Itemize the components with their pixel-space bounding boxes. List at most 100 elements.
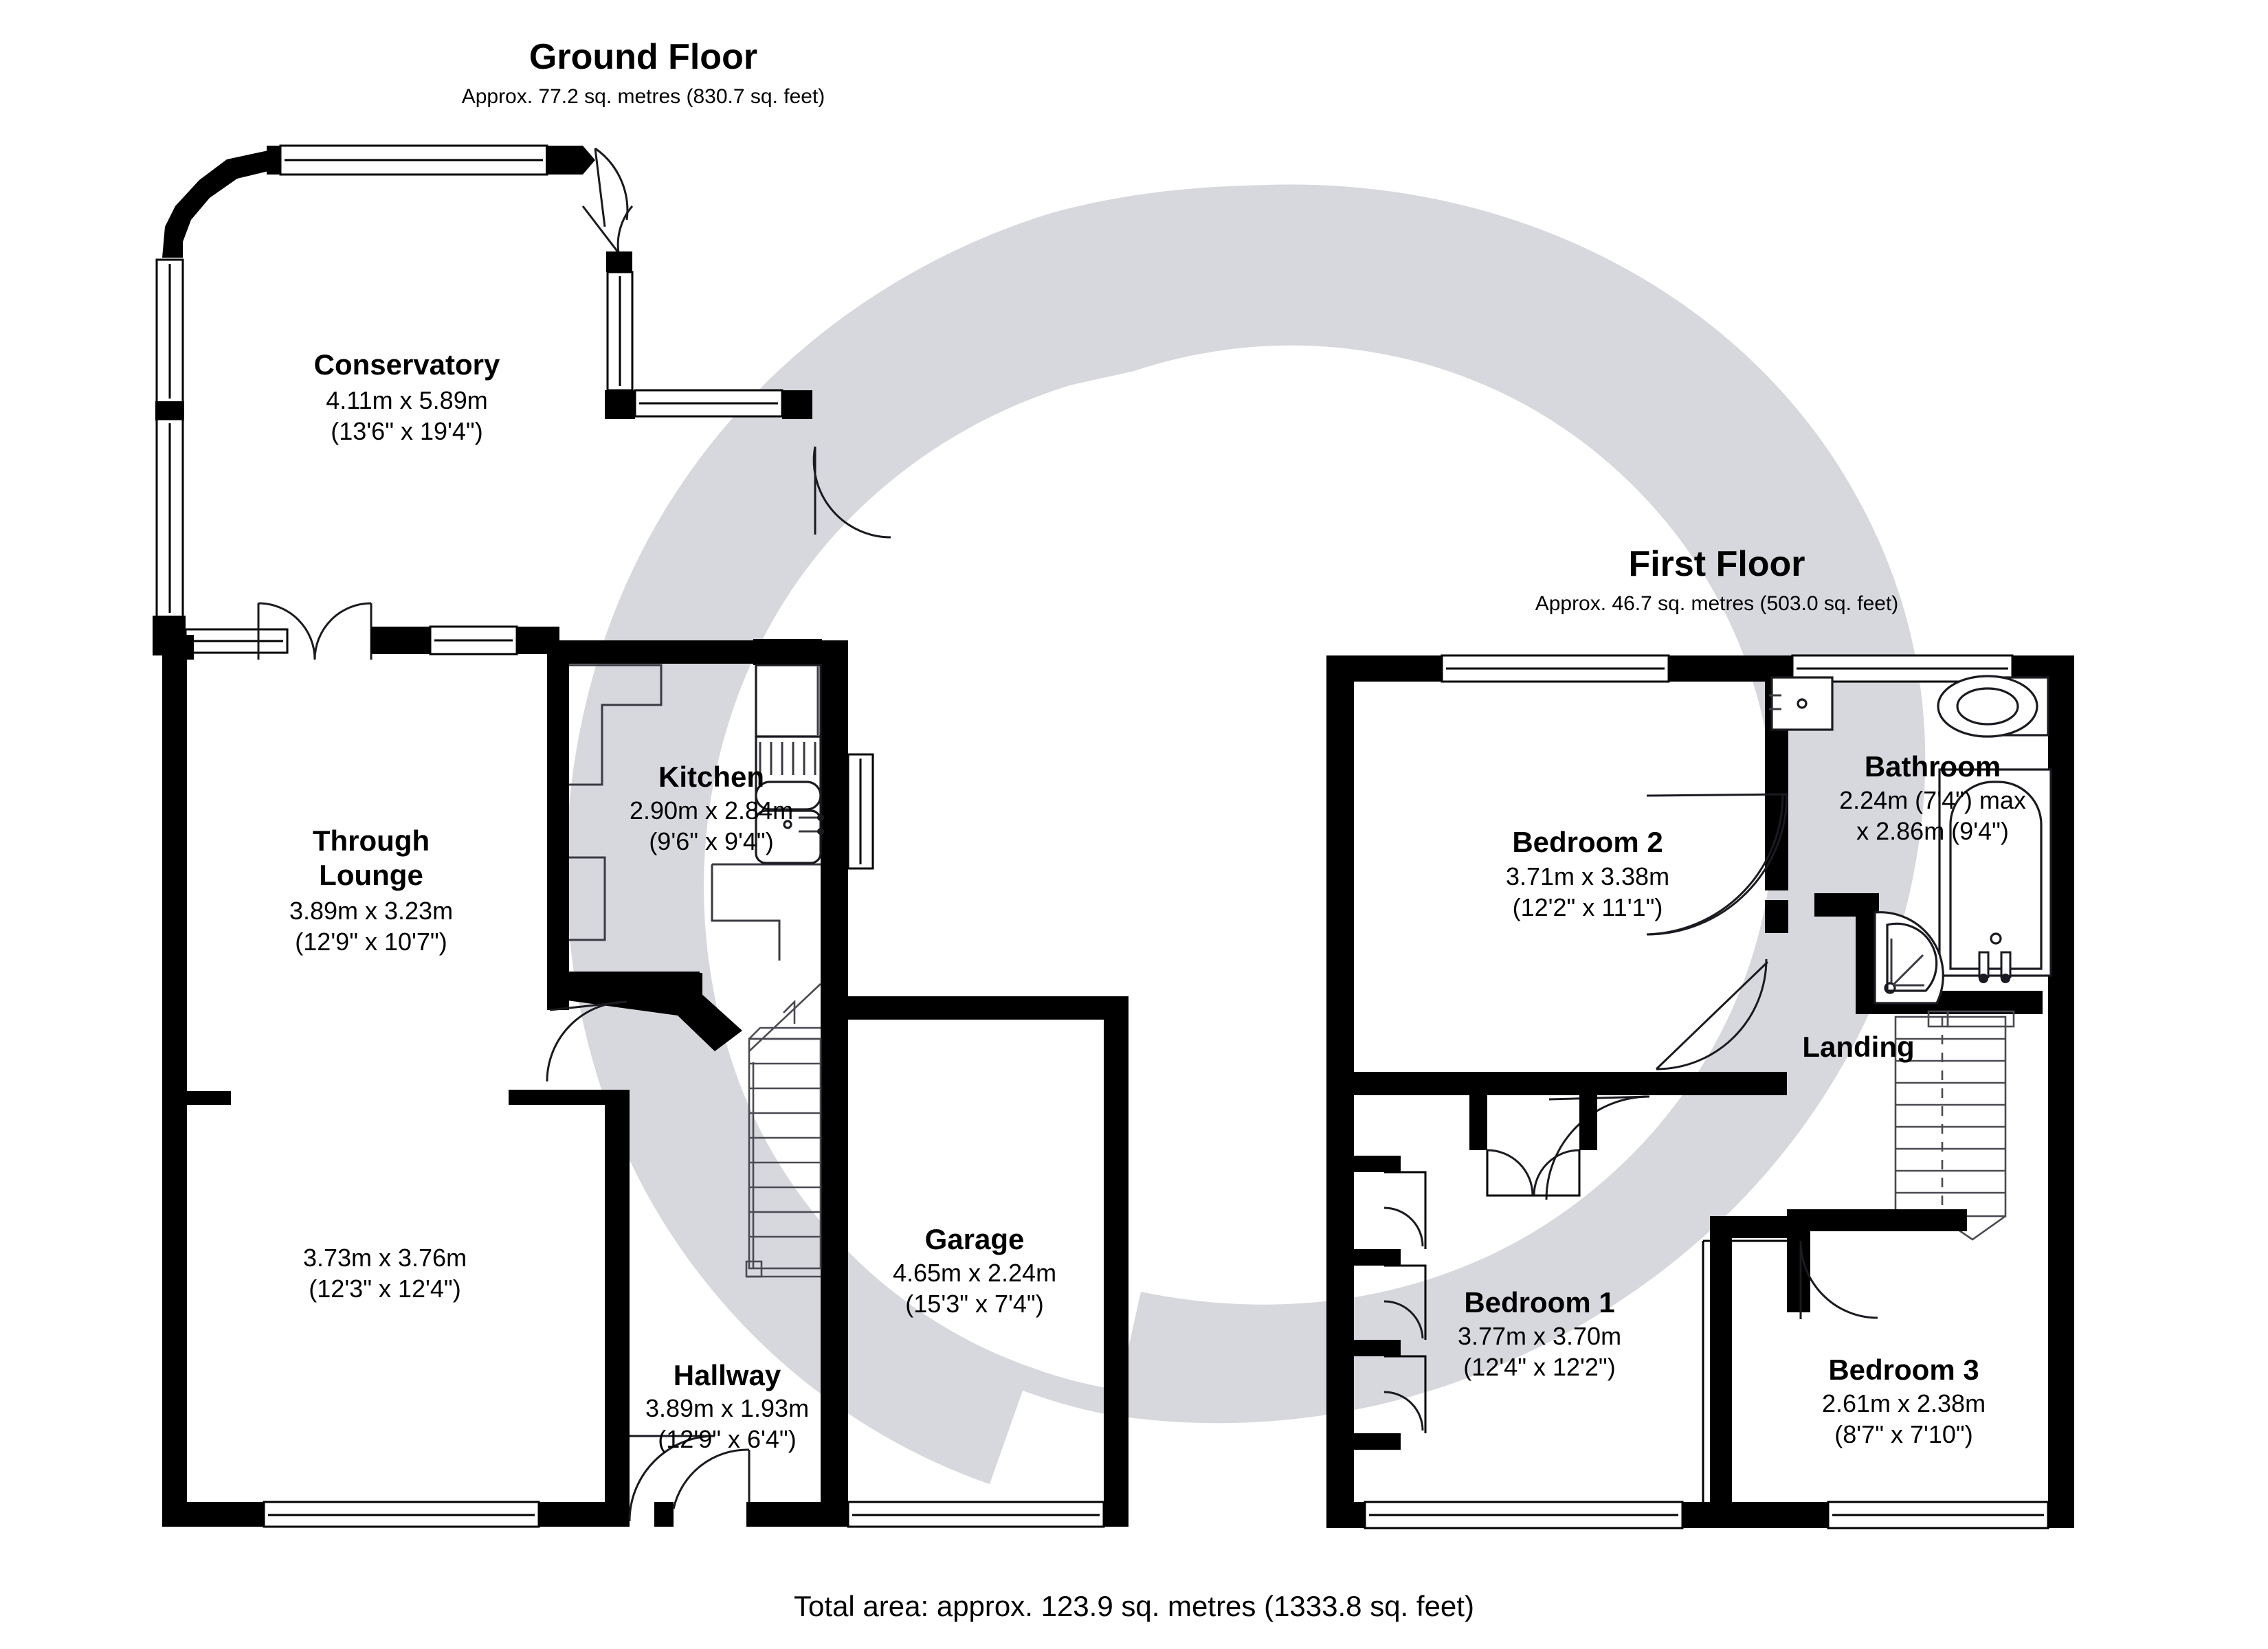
through-lounge-dim-imperial: (12'9" x 10'7") [295,928,447,956]
conservatory-label: Conservatory [314,348,500,381]
conservatory-dim-imperial: (13'6" x 19'4") [331,417,482,445]
bathroom-dim-imperial: x 2.86m (9'4") [1856,817,2009,845]
bedroom2-right-wall-upper [1765,797,1788,890]
ground-floor-area: Approx. 77.2 sq. metres (830.7 sq. feet) [462,85,825,108]
kitchen-dim-metric: 2.90m x 2.84m [630,796,793,824]
bedroom3-label: Bedroom 3 [1828,1354,1979,1386]
conservatory-bottom-wall-right [371,627,430,654]
conservatory-side-door [581,205,634,254]
bathroom-bath-icon [1938,768,2052,983]
conservatory-right-corner [605,390,635,419]
bedroom3-dim-imperial: (8'7" x 7'10") [1834,1420,1972,1448]
lounge-left-wall-stub [187,1091,231,1105]
room-label-bedroom2: Bedroom 2 3.71m x 3.38m (12'2" x 11'1") [1506,826,1669,921]
bedroom1-dim-imperial: (12'4" x 12'2") [1463,1353,1615,1381]
kitchen-sink-icon [755,781,824,864]
room-label-bathroom: Bathroom 2.24m (7'4") max x 2.86m (9'4") [1839,750,2026,845]
through-lounge-dim-metric: 3.89m x 3.23m [289,897,453,925]
first-floor-plan [1326,654,2074,1529]
bathroom-basin-icon [1769,676,1834,731]
front-wall-left [162,1502,264,1527]
through-lounge-label-line2: Lounge [319,859,423,891]
bedroom1-wardrobes [1354,1156,1427,1450]
hallway-left-wall [605,1090,630,1525]
side-passage-wall-cap [782,390,812,419]
kitchen-top-wall [547,640,753,664]
lounge-top-left-corner [162,635,194,660]
bedroom3-top-wall-stub [1908,1209,1967,1231]
bedroom1-label: Bedroom 1 [1464,1286,1614,1319]
bathroom-door [1646,793,1788,936]
front-door [654,1448,766,1527]
ground-staircase [745,983,822,1278]
room-label-lounge-lower: 3.73m x 3.76m (12'3" x 12'4") [303,1244,467,1303]
bedroom1-door [1545,1095,1650,1200]
bedroom1-front-window [1364,1501,1684,1529]
garage-label: Garage [925,1223,1025,1255]
first-floor-title: First Floor [1628,544,1805,584]
hallway-label: Hallway [674,1359,781,1391]
room-label-landing: Landing [1802,1031,1914,1063]
kitchen-label: Kitchen [658,761,764,793]
kitchen-top-wall-right [753,639,822,665]
lounge-front-window [263,1501,540,1528]
room-label-conservatory: Conservatory 4.11m x 5.89m (13'6" x 19'4… [314,348,500,445]
ff-front-wall-mid [1682,1502,1828,1528]
hallway-dim-metric: 3.89m x 1.93m [645,1394,809,1422]
ground-floor-plan [153,144,1129,1528]
room-label-bedroom1: Bedroom 1 3.77m x 3.70m (12'4" x 12'2") [1458,1286,1621,1381]
lounge-mid-wall-stub [509,1090,608,1105]
front-wall-hall-right [766,1502,826,1527]
bedroom3-door [1799,1240,1878,1319]
lounge-left-outer-wall [162,635,187,1525]
garage-dim-metric: 4.65m x 2.24m [893,1259,1056,1287]
kitchen-dim-imperial: (9'6" x 9'4") [649,827,773,855]
through-lounge-label-line1: Through [313,824,430,857]
bathroom-shower-top-wall [1814,893,1875,917]
conservatory-right-wall-cap [606,251,632,272]
total-area-footer: Total area: approx. 123.9 sq. metres (13… [794,1590,1474,1622]
conservatory-right-window [606,271,634,392]
bedroom2-bottom-wall [1326,1072,1787,1095]
garage-front-door [847,1501,1105,1528]
watermark-logo [566,184,1926,1485]
conservatory-top-window [279,144,548,176]
conservatory-top-wall-cap-right [546,146,595,175]
hallway-lounge-door [628,1435,715,1522]
bedroom1-right-wall [1710,1230,1732,1505]
ff-top-wall-left [1326,655,1442,682]
kitchen-counters [569,664,821,961]
bedroom2-dim-metric: 3.71m x 3.38m [1506,862,1669,890]
ground-floor-header: Ground Floor Approx. 77.2 sq. metres (83… [462,37,825,108]
room-label-hallway: Hallway 3.89m x 1.93m (12'9" x 6'4") [645,1359,809,1453]
conservatory-left-wall-mullion [155,401,184,420]
conservatory-bottom-window-right [429,625,518,655]
bathroom-toilet-icon [1937,675,2049,738]
landing-label: Landing [1802,1031,1914,1063]
garage-top-wall [821,996,1129,1020]
landing-cupboard-doors [1469,1095,1597,1197]
room-label-kitchen: Kitchen 2.90m x 2.84m (9'6" x 9'4") [630,761,793,855]
first-floor-area: Approx. 46.7 sq. metres (503.0 sq. feet) [1535,592,1899,615]
lounge-rear-door [546,1000,627,1082]
bedroom2-label: Bedroom 2 [1512,826,1663,858]
room-label-through-lounge: Through Lounge 3.89m x 3.23m (12'9" x 10… [289,824,453,956]
bedroom3-dim-metric: 2.61m x 2.38m [1822,1389,1986,1417]
ff-front-wall-left [1326,1502,1365,1528]
room-label-garage: Garage 4.65m x 2.24m (15'3" x 7'4") [893,1223,1056,1318]
bedroom2-rear-window [1441,654,1670,683]
conservatory-left-windows [155,258,184,618]
ground-floor-labels: Conservatory 4.11m x 5.89m (13'6" x 19'4… [289,348,1056,1453]
garage-dim-imperial: (15'3" x 7'4") [905,1290,1043,1318]
bathroom-label: Bathroom [1865,750,2001,783]
landing-bottom-wall [1787,1209,1908,1231]
first-floor-labels: Bedroom 2 3.71m x 3.38m (12'2" x 11'1") … [1458,750,2026,1448]
lounge-lower-dim-imperial: (12'3" x 12'4") [309,1275,460,1303]
bathroom-shower-icon [1874,911,1944,1005]
lounge-lower-dim-metric: 3.73m x 3.76m [303,1244,467,1272]
ff-right-outer-wall [2048,655,2074,1528]
bathroom-left-wall-stub [1765,900,1788,933]
ground-floor-title: Ground Floor [529,37,757,77]
